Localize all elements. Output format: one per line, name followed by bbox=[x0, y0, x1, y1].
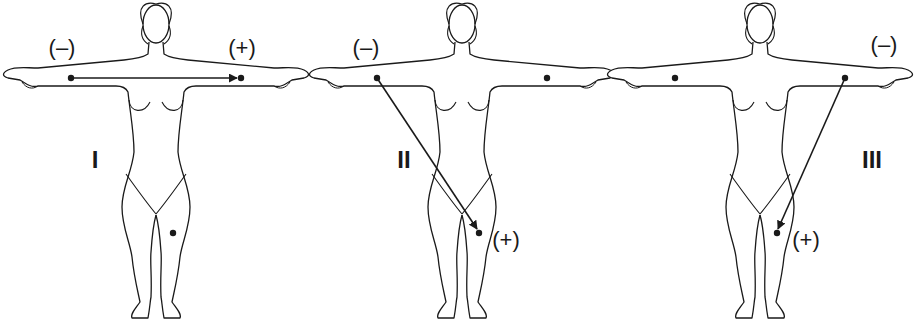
lead-numeral: I bbox=[92, 148, 99, 172]
polarity-label: (–) bbox=[49, 37, 76, 59]
polarity-label: (+) bbox=[792, 229, 820, 251]
lead-arrow bbox=[377, 78, 477, 229]
polarity-label: (–) bbox=[353, 37, 380, 59]
polarity-label: (+) bbox=[492, 229, 520, 251]
polarity-label: (+) bbox=[228, 37, 256, 59]
lead-numeral: III bbox=[862, 148, 882, 172]
body-figure bbox=[310, 3, 615, 318]
lead-arrow bbox=[71, 77, 237, 79]
body-figure bbox=[4, 3, 309, 318]
lead-arrow bbox=[778, 78, 845, 229]
body-figure bbox=[608, 3, 913, 318]
polarity-label: (–) bbox=[871, 34, 898, 56]
lead-numeral: II bbox=[397, 148, 410, 172]
